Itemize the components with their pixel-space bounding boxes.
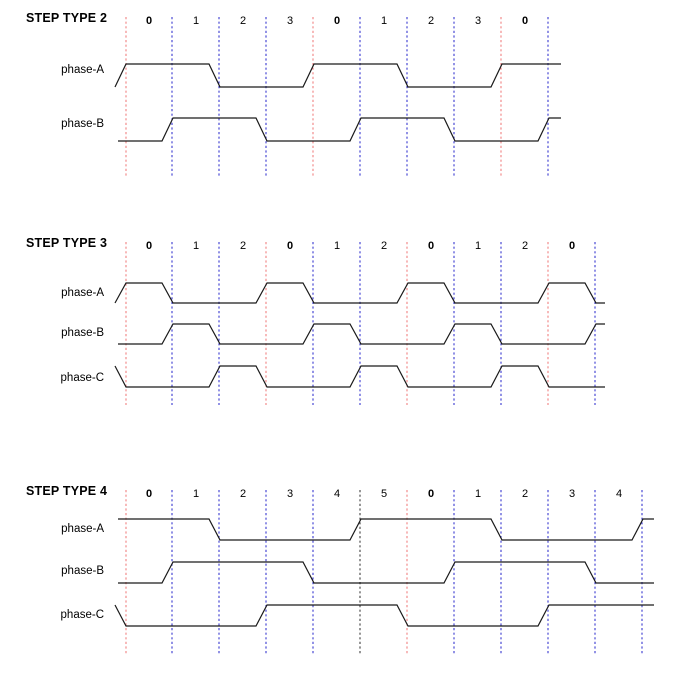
step-number: 4 [333, 488, 341, 500]
step-number: 2 [239, 488, 247, 500]
step-number: 0 [427, 240, 435, 252]
waveform-phase-c [114, 604, 654, 627]
step-number: 1 [192, 15, 200, 27]
waveform-phase-a [114, 282, 605, 304]
step-number: 3 [568, 488, 576, 500]
step-number: 0 [568, 240, 576, 252]
step-number: 0 [286, 240, 294, 252]
diagram-title-step-type-3: STEP TYPE 3 [26, 236, 108, 250]
phase-label-phase-b: phase-B [61, 565, 104, 577]
phase-label-phase-c: phase-C [60, 609, 104, 621]
phase-label-phase-a: phase-A [61, 287, 104, 299]
step-number: 0 [145, 240, 153, 252]
step-number: 3 [286, 488, 294, 500]
phase-label-phase-c: phase-C [60, 372, 104, 384]
step-number: 1 [192, 488, 200, 500]
step-number: 1 [333, 240, 341, 252]
waveform-phase-c [114, 365, 605, 388]
step-number: 0 [145, 15, 153, 27]
phase-label-phase-b: phase-B [61, 118, 104, 130]
step-number: 2 [380, 240, 388, 252]
diagram-title-step-type-4: STEP TYPE 4 [26, 484, 108, 498]
step-number: 5 [380, 488, 388, 500]
waveform-phase-a [118, 518, 654, 541]
waveform-phase-a [114, 63, 561, 88]
step-number: 2 [239, 15, 247, 27]
step-number: 2 [521, 488, 529, 500]
step-number: 3 [286, 15, 294, 27]
waveform-phase-b [118, 561, 654, 584]
step-number: 1 [474, 240, 482, 252]
step-number: 0 [333, 15, 341, 27]
step-number: 4 [615, 488, 623, 500]
step-number: 1 [192, 240, 200, 252]
phase-label-phase-b: phase-B [61, 327, 104, 339]
step-number: 0 [427, 488, 435, 500]
step-number: 3 [474, 15, 482, 27]
step-number: 2 [521, 240, 529, 252]
diagram-title-step-type-2: STEP TYPE 2 [26, 11, 108, 25]
step-number: 2 [427, 15, 435, 27]
step-number: 0 [145, 488, 153, 500]
step-number: 1 [380, 15, 388, 27]
waveform-phase-b [118, 323, 605, 345]
phase-label-phase-a: phase-A [61, 64, 104, 76]
step-number: 2 [239, 240, 247, 252]
step-number: 0 [521, 15, 529, 27]
step-number: 1 [474, 488, 482, 500]
phase-label-phase-a: phase-A [61, 523, 104, 535]
waveform-phase-b [118, 117, 561, 142]
